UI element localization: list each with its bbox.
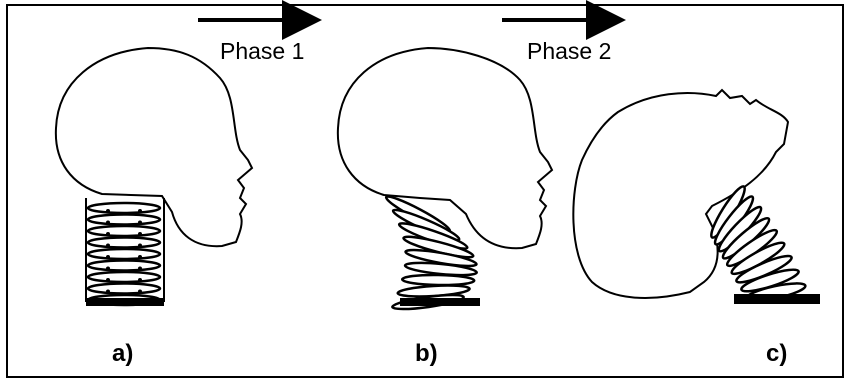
vertebra: [88, 215, 160, 225]
vertebra: [88, 249, 160, 259]
vertebra: [88, 272, 160, 282]
neck-vertebrae-c: [707, 183, 820, 304]
panel-b-label: b): [415, 340, 438, 368]
neck-base: [734, 294, 820, 304]
neck-vertebrae-a: [86, 203, 164, 306]
neck-base: [86, 298, 164, 306]
vertebra: [88, 261, 160, 271]
vertebra: [88, 238, 160, 248]
neck-base: [400, 298, 480, 306]
phase-1-label: Phase 1: [220, 38, 304, 65]
neck-vertebrae-b: [384, 193, 480, 312]
head-outline-b: [338, 48, 552, 248]
panel-a-label: a): [112, 340, 133, 368]
panel-b-head-neck: [338, 48, 552, 248]
phase-2-label: Phase 2: [527, 38, 611, 65]
vertebra: [88, 284, 160, 294]
vertebra: [402, 274, 474, 285]
panel-c-label: c): [766, 340, 787, 368]
vertebra: [88, 203, 160, 213]
vertebra: [88, 226, 160, 236]
